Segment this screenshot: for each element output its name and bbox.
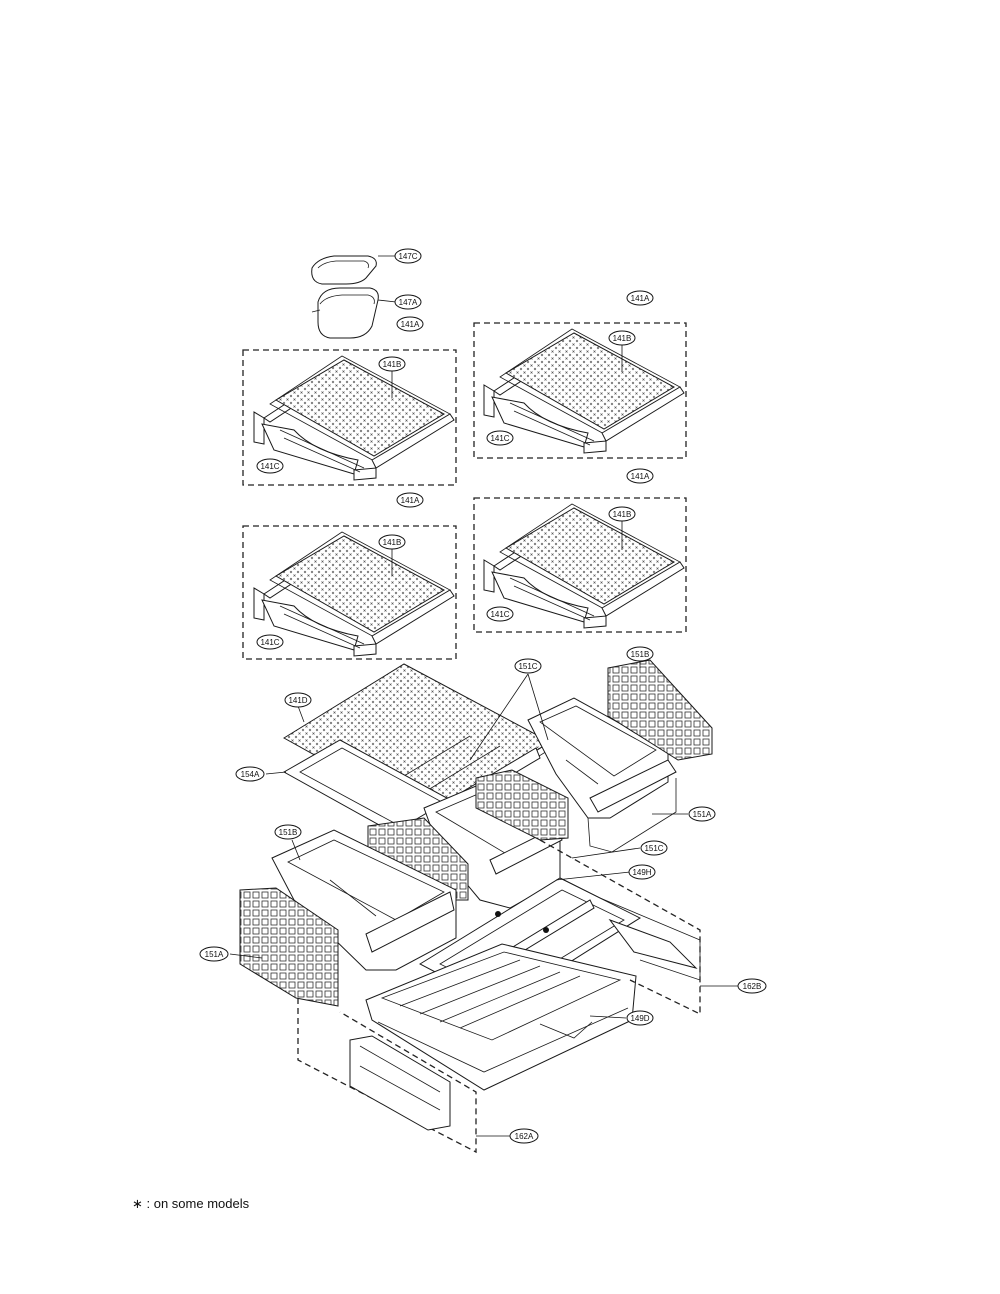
label-141a-1: 141A xyxy=(396,316,424,332)
left-divider-panel xyxy=(239,887,339,1007)
label-141b-3: 141B xyxy=(378,534,406,550)
label-151a-1: 151A xyxy=(688,806,716,822)
label-141d: 141D xyxy=(284,692,312,708)
label-154a: 154A xyxy=(235,766,265,782)
shelf-3 xyxy=(253,531,455,657)
svg-text:141A: 141A xyxy=(631,294,650,303)
svg-text:151C: 151C xyxy=(518,662,537,671)
svg-text:151A: 151A xyxy=(693,810,712,819)
label-147c: 147C xyxy=(394,248,422,264)
svg-text:141C: 141C xyxy=(490,610,509,619)
shelf-assembly-box-2 xyxy=(473,322,687,459)
shelf-1 xyxy=(253,355,455,481)
right-divider-panel xyxy=(607,659,713,761)
svg-text:141A: 141A xyxy=(631,472,650,481)
label-151a-2: 151A xyxy=(199,946,229,962)
label-141a-4: 141A xyxy=(626,468,654,484)
svg-text:151C: 151C xyxy=(644,844,663,853)
label-162b: 162B xyxy=(737,978,767,994)
label-141a-3: 141A xyxy=(396,492,424,508)
svg-text:147C: 147C xyxy=(398,252,417,261)
svg-text:141D: 141D xyxy=(288,696,307,705)
label-149d: 149D xyxy=(626,1010,654,1026)
svg-text:151B: 151B xyxy=(631,650,650,659)
svg-text:149H: 149H xyxy=(632,868,651,877)
svg-text:147A: 147A xyxy=(399,298,418,307)
footnote: ∗ : on some models xyxy=(132,1196,250,1211)
shelf-4 xyxy=(483,503,685,629)
svg-text:151B: 151B xyxy=(279,828,298,837)
label-141c-4: 141C xyxy=(486,606,514,622)
shelf-assembly-box-3 xyxy=(242,525,457,660)
label-151b-1: 151B xyxy=(626,646,654,662)
egg-tray-bin xyxy=(311,287,379,339)
drawer-bracket xyxy=(297,998,477,1154)
svg-text:141B: 141B xyxy=(383,538,402,547)
shelf-assembly-box-4 xyxy=(473,497,687,633)
label-151c-1: 151C xyxy=(514,658,542,674)
label-162a: 162A xyxy=(509,1128,539,1144)
drawer-rail xyxy=(349,1035,451,1131)
label-141c-2: 141C xyxy=(486,430,514,446)
center-divider-panel xyxy=(475,769,569,841)
label-141a-2: 141A xyxy=(626,290,654,306)
label-141c-1: 141C xyxy=(256,458,284,474)
label-149h: 149H xyxy=(628,864,656,880)
label-141b-4: 141B xyxy=(608,506,636,522)
label-151b-2: 151B xyxy=(274,824,302,840)
svg-text:141B: 141B xyxy=(613,510,632,519)
svg-text:141C: 141C xyxy=(260,638,279,647)
tray-bracket xyxy=(539,839,701,1016)
egg-tray-lid xyxy=(311,255,377,285)
shelf-assembly-box-1 xyxy=(242,349,457,486)
svg-text:141A: 141A xyxy=(401,496,420,505)
svg-text:154A: 154A xyxy=(241,770,260,779)
svg-text:151A: 151A xyxy=(205,950,224,959)
svg-text:149D: 149D xyxy=(630,1014,649,1023)
shelf-2 xyxy=(483,328,685,454)
label-141c-3: 141C xyxy=(256,634,284,650)
svg-text:141B: 141B xyxy=(383,360,402,369)
label-141b-1: 141B xyxy=(378,356,406,372)
svg-text:141C: 141C xyxy=(260,462,279,471)
svg-text:162A: 162A xyxy=(515,1132,534,1141)
svg-text:141C: 141C xyxy=(490,434,509,443)
svg-text:162B: 162B xyxy=(743,982,762,991)
label-147a: 147A xyxy=(394,294,422,310)
label-151c-2: 151C xyxy=(640,840,668,856)
svg-text:141A: 141A xyxy=(401,320,420,329)
svg-text:141B: 141B xyxy=(613,334,632,343)
label-141b-2: 141B xyxy=(608,330,636,346)
